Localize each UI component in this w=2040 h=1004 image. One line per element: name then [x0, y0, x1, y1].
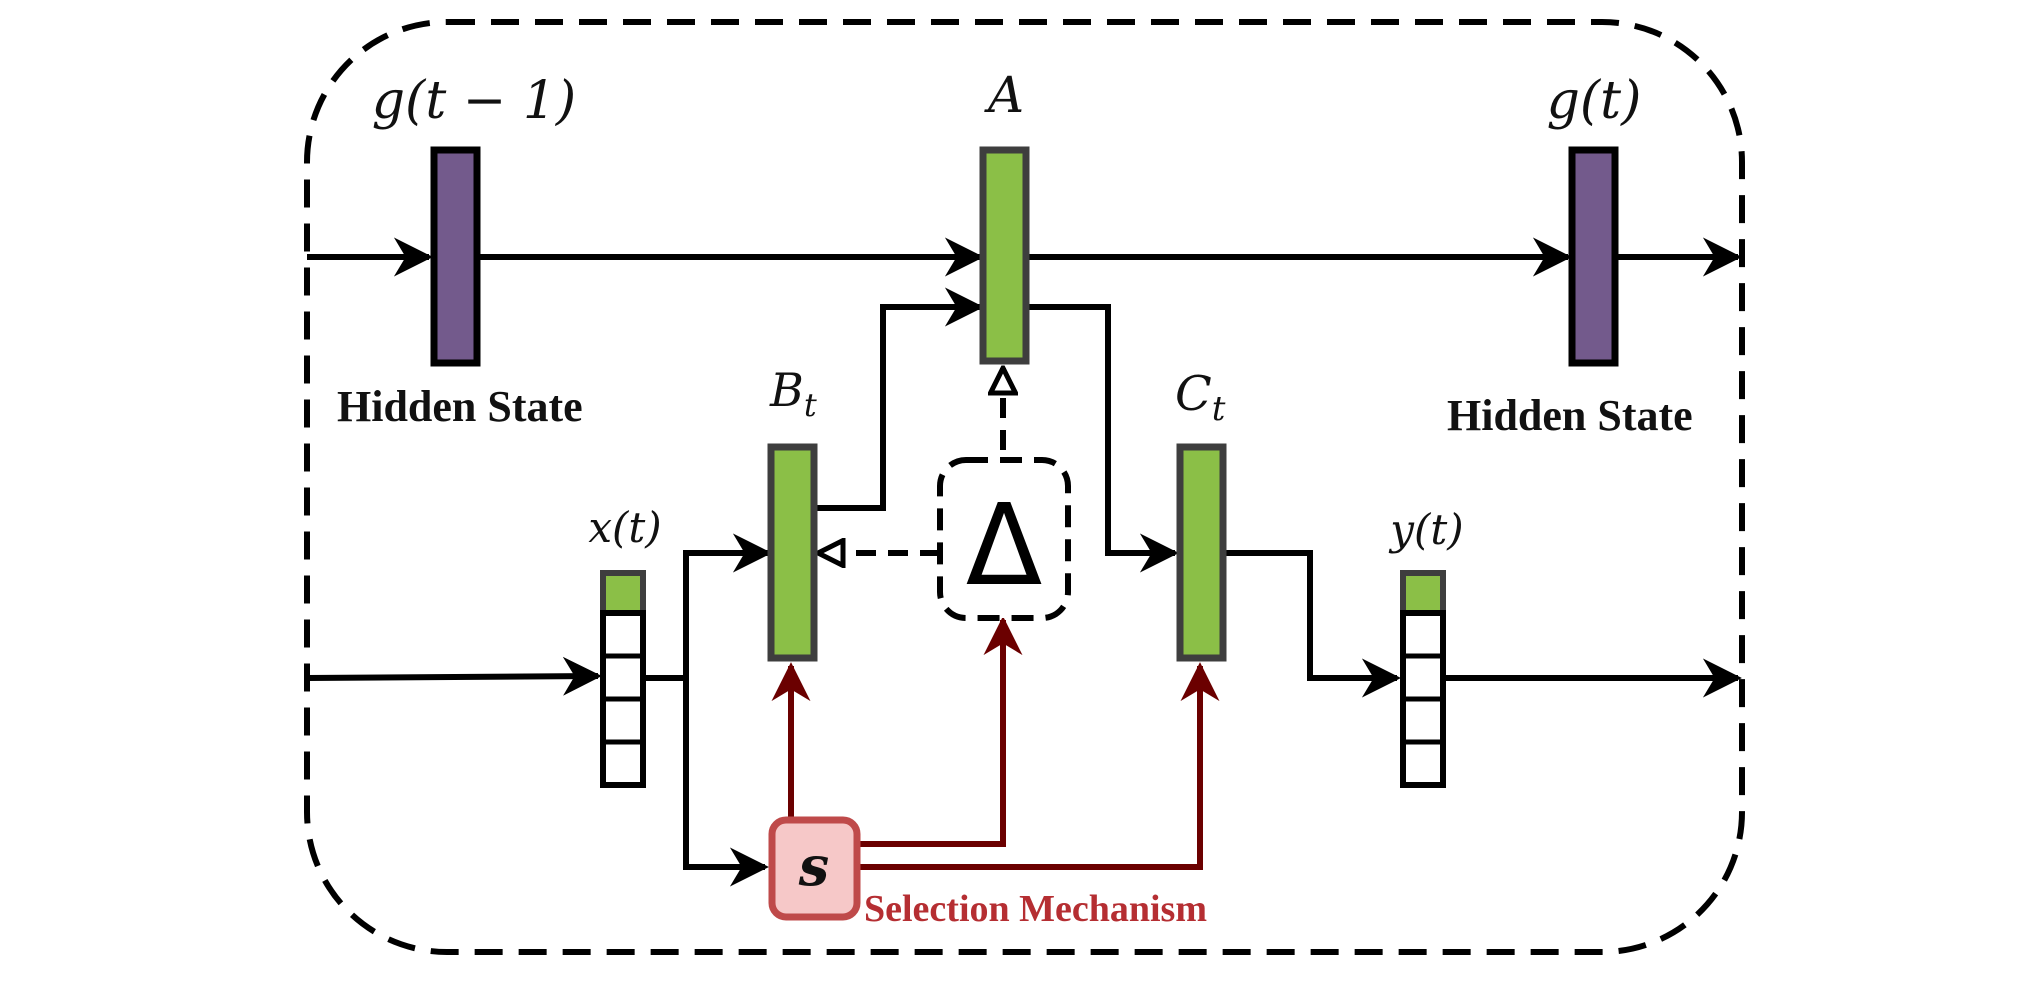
c-to-y-arrow [1222, 550, 1401, 698]
y-vector [1400, 570, 1446, 788]
c-matrix-block [1176, 443, 1227, 662]
x-to-b-arrow [645, 533, 772, 681]
label-hidden-state-right: Hidden State [1447, 391, 1693, 440]
label-b-t: Bt [769, 363, 817, 424]
a-matrix-block [979, 146, 1030, 365]
block-boundary [304, 19, 1745, 955]
hidden-state-next-block [1568, 146, 1619, 367]
delta-symbol: Δ [966, 481, 1043, 611]
hidden-state-prev-block [430, 146, 481, 367]
a-to-c-arrow [1025, 304, 1179, 573]
label-a: A [984, 66, 1024, 124]
label-x: x(t) [588, 503, 661, 552]
b-to-a-arrow [813, 287, 984, 511]
b-matrix-block [767, 443, 818, 662]
selector-to-delta-arrow [858, 616, 1023, 847]
label-y: y(t) [1388, 505, 1463, 554]
x-to-selector-arrow [683, 678, 769, 887]
delta-box [937, 457, 1071, 621]
selector-box [768, 816, 861, 921]
input-arrow [306, 656, 602, 696]
label-selection-mechanism: Selection Mechanism [864, 888, 1207, 930]
label-c-t: Ct [1175, 366, 1226, 429]
selector-symbol: s [798, 834, 829, 898]
x-vector [600, 570, 646, 788]
label-g-curr: g(t) [1547, 71, 1642, 131]
label-g-prev: g(t − 1) [372, 71, 576, 131]
selector-to-c-arrow [858, 662, 1220, 870]
label-hidden-state-left: Hidden State [337, 382, 583, 431]
